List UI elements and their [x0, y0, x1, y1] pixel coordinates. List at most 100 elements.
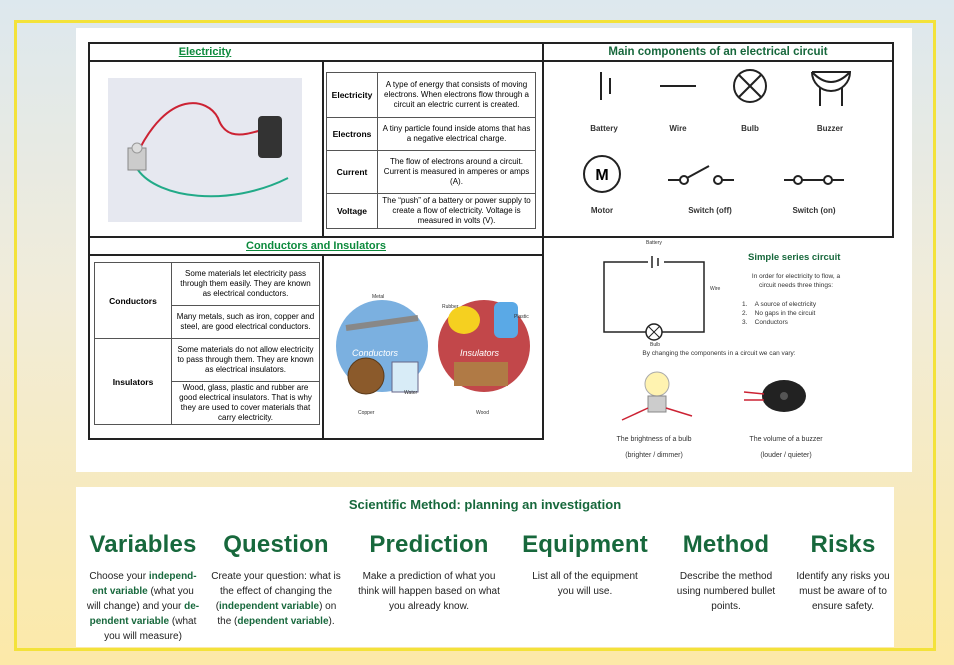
equipment-column: Equipment List all of the equipment you …	[512, 531, 658, 599]
motor-label: Motor	[590, 206, 614, 215]
prediction-text: Make a prediction of what you think will…	[358, 571, 500, 612]
switch-on-icon	[784, 175, 844, 185]
table-row: Wood, glass, plastic and rubber are good…	[95, 381, 320, 425]
buzzer-label: Buzzer	[816, 124, 844, 133]
battery-icon	[600, 72, 611, 100]
series-circuit-diagram	[603, 256, 705, 341]
bulb-icon	[733, 69, 767, 103]
components-title: Main components of an electrical circuit	[608, 46, 828, 58]
component-symbols: M	[583, 69, 852, 193]
prediction-column: Prediction Make a prediction of what you…	[356, 531, 502, 614]
term-cell: Electricity	[326, 72, 378, 118]
water-label: Water	[404, 390, 418, 396]
switch-off-icon	[668, 165, 734, 185]
conductors-badge-label: Conductors	[352, 348, 399, 358]
motor-symbol-label: M	[595, 167, 608, 184]
diagram-wire-label: Wire	[710, 286, 721, 292]
table-row: Many metals, such as iron, copper and st…	[95, 305, 320, 339]
battery-label: Battery	[590, 124, 618, 133]
bulb-caption-range: (brighter / dimmer)	[625, 452, 683, 459]
buzzer-caption: The volume of a buzzer	[749, 436, 823, 443]
rubber-label: Rubber	[442, 304, 459, 310]
wood-label: Wood	[476, 410, 489, 416]
circuit-photo-image	[127, 102, 289, 198]
switch-off-label: Switch (off)	[688, 206, 732, 215]
list-item: 3. Conductors	[742, 319, 788, 326]
bulb-caption: The brightness of a bulb	[616, 436, 692, 443]
definition-cell: Wood, glass, plastic and rubber are good…	[171, 381, 320, 425]
copper-label: Copper	[358, 410, 375, 416]
buzzer-caption-range: (louder / quieter)	[760, 452, 812, 459]
term-cell: Insulators	[94, 338, 172, 425]
bottle-icon	[494, 302, 518, 338]
poster-frame	[14, 20, 936, 651]
series-circuit-section: Battery Wire Bulb Simple series circuit …	[544, 238, 894, 472]
diagram-bulb-label: Bulb	[650, 342, 661, 348]
definition-cell: A tiny particle found inside atoms that …	[377, 117, 536, 151]
series-intro: In order for electricity to flow, a circ…	[751, 273, 841, 289]
bulb-label: Bulb	[741, 124, 759, 133]
risks-column: Risks Identify any risks you must be awa…	[792, 531, 894, 614]
risks-text: Identify any risks you must be aware of …	[796, 571, 890, 612]
method-text: Describe the method using numbered bulle…	[676, 571, 776, 612]
term-cell: Voltage	[326, 193, 378, 229]
variables-heading: Variables	[89, 531, 197, 558]
conductors-title: Conductors and Insulators	[246, 240, 386, 252]
coin-icon	[347, 357, 385, 395]
definition-cell: A type of energy that consists of moving…	[377, 72, 536, 118]
scientific-method-panel: Scientific Method: planning an investiga…	[76, 487, 894, 647]
question-heading: Question	[223, 531, 329, 558]
list-item: 2. No gaps in the circuit	[742, 310, 816, 317]
glass-icon	[391, 361, 419, 393]
electricity-title: Electricity	[178, 46, 232, 58]
series-title: Simple series circuit	[748, 252, 841, 263]
variables-text: Choose your independ-ent variable (what …	[86, 571, 200, 642]
definition-cell: Many metals, such as iron, copper and st…	[171, 305, 320, 339]
buzzer-photo	[743, 380, 806, 412]
bulb-photo	[621, 371, 693, 421]
vary-text: By changing the components in a circuit …	[642, 350, 796, 357]
method-column: Method Describe the method using numbere…	[670, 531, 782, 614]
fork-icon	[345, 315, 419, 331]
method-title: Scientific Method: planning an investiga…	[348, 497, 622, 512]
definition-cell: The flow of electrons around a circuit. …	[377, 150, 536, 194]
metal-label: Metal	[372, 294, 385, 300]
plastic-label: Plastic	[514, 314, 529, 320]
variables-column: Variables Choose your independ-ent varia…	[78, 531, 208, 644]
equipment-heading: Equipment	[522, 531, 648, 558]
term-cell: Current	[326, 150, 378, 194]
motor-icon: M	[583, 155, 621, 193]
list-item: 1. A source of electricity	[742, 301, 817, 308]
series-list: 1. A source of electricity 2. No gaps in…	[742, 300, 816, 327]
switch-on-label: Switch (on)	[792, 206, 836, 215]
equipment-text: List all of the equipment you will use.	[532, 571, 638, 597]
buzzer-icon	[811, 71, 852, 106]
wire-label: Wire	[669, 124, 687, 133]
components-section: Main components of an electrical circuit…	[544, 42, 894, 238]
definition-cell: The “push” of a battery or power supply …	[377, 193, 536, 229]
definition-cell: Some materials let electricity pass thro…	[171, 262, 320, 306]
diagram-battery-label: Battery	[646, 240, 662, 246]
duck-icon	[448, 306, 480, 334]
prediction-heading: Prediction	[369, 531, 489, 558]
term-cell: Electrons	[326, 117, 378, 151]
risks-heading: Risks	[810, 531, 876, 558]
wood-icon	[454, 362, 508, 386]
materials-illustration	[336, 300, 530, 395]
insulators-badge-label: Insulators	[460, 348, 500, 358]
definition-cell: Some materials do not allow electricity …	[171, 338, 320, 382]
circuit-photo	[108, 78, 302, 222]
